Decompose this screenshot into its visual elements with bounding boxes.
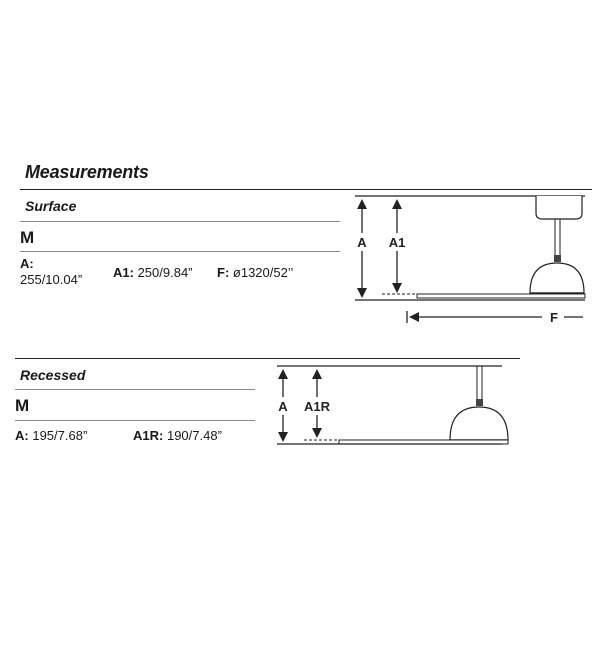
recessed-top-divider xyxy=(15,358,520,359)
recessed-a-value: 195/7.68” xyxy=(32,428,88,443)
surface-a1-value: 250/9.84” xyxy=(137,265,193,280)
recessed-dim-a: A xyxy=(278,399,288,414)
surface-divider-2 xyxy=(20,251,340,252)
surface-a-value: 255/10.04” xyxy=(20,272,83,287)
page-title: Measurements xyxy=(25,162,149,182)
surface-divider-1 xyxy=(20,221,340,222)
surface-diagram: A A1 F xyxy=(354,195,586,325)
surface-a-label: A: xyxy=(20,256,34,271)
title-divider xyxy=(20,189,592,190)
surface-section-title: Surface xyxy=(25,198,77,214)
surface-f-label: F: xyxy=(217,265,230,280)
recessed-a1r-label: A1R: xyxy=(133,428,164,443)
recessed-a-label: A: xyxy=(15,428,29,443)
surface-measure-a: A: 255/10.04” xyxy=(20,256,110,288)
recessed-divider-2 xyxy=(15,420,255,421)
surface-dim-a1: A1 xyxy=(389,235,406,250)
recessed-a1r-value: 190/7.48” xyxy=(166,428,222,443)
surface-measure-f: F: ø1320/52’’ xyxy=(217,265,293,281)
surface-measure-a1: A1: 250/9.84” xyxy=(113,265,193,281)
surface-a1-label: A1: xyxy=(113,265,134,280)
recessed-section-title: Recessed xyxy=(20,367,86,383)
recessed-size-label: M xyxy=(15,396,30,415)
recessed-diagram: A A1R xyxy=(275,365,509,445)
recessed-dim-a1r: A1R xyxy=(304,399,331,414)
recessed-divider-1 xyxy=(15,389,255,390)
surface-dim-f: F xyxy=(550,310,558,325)
recessed-measure-a1r: A1R: 190/7.48” xyxy=(133,428,222,444)
surface-dim-a: A xyxy=(357,235,367,250)
surface-f-value: ø1320/52’’ xyxy=(232,265,294,280)
surface-size-label: M xyxy=(20,228,35,247)
recessed-measure-a: A: 195/7.68” xyxy=(15,428,87,444)
